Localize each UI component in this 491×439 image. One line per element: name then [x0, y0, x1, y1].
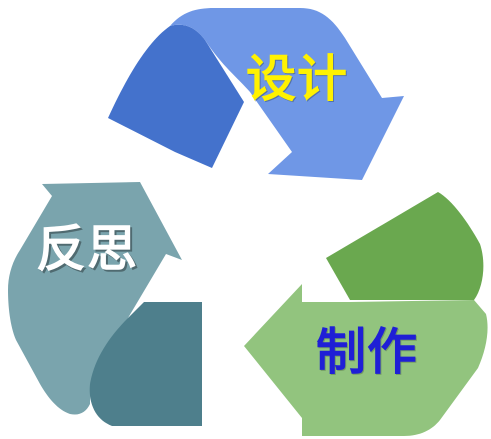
feedback-arrow	[8, 182, 202, 426]
make-arrow-light-body	[244, 284, 488, 436]
make-label: 制作	[316, 323, 418, 381]
feedback-arrow-light-body	[8, 182, 182, 415]
make-arrow-dark-fold	[326, 192, 484, 300]
design-arrow-light-body	[170, 8, 404, 180]
design-arrow-dark-fold	[108, 24, 244, 168]
feedback-label: 反思	[36, 220, 138, 278]
design-arrow	[108, 8, 404, 180]
make-arrow	[244, 192, 488, 436]
feedback-arrow-dark-fold	[89, 302, 202, 426]
design-label: 设计	[246, 50, 348, 108]
